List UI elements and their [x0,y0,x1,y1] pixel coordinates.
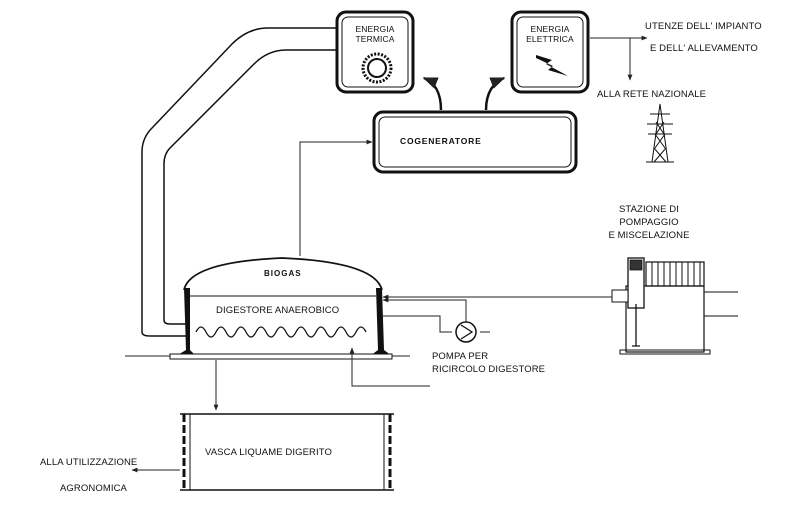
agronomic-use-line-1: ALLA UTILIZZAZIONE [40,457,138,468]
cogenerator-to-thermal-arrow [422,76,443,111]
thermal-energy-label: ENERGIA TERMICA [342,24,408,44]
cogenerator-box [372,110,578,174]
pumping-station-label: STAZIONE DI POMPAGGIO E MISCELAZIONE [598,203,700,242]
recirculation-pump-line-2: RICIRCOLO DIGESTORE [432,364,546,375]
electric-energy-line-2: ELETTRICA [526,34,574,44]
pumping-station-line-2: POMPAGGIO [619,217,679,228]
digester-right-wall [370,288,392,356]
electric-energy-label: ENERGIA ELETTRICA [517,24,583,44]
thermal-heat-pipe [141,27,336,337]
digester-label: DIGESTORE ANAEROBICO [216,305,340,316]
heating-coil [195,326,367,338]
plant-users-line-1: UTENZE DELL' IMPIANTO [645,21,762,32]
pumping-station [611,257,738,355]
digestate-tank-label: VASCA LIQUAME DIGERITO [205,447,332,458]
anaerobic-digester [169,257,393,360]
national-grid-label: ALLA RETE NAZIONALE [597,89,707,100]
agronomic-use-label: ALLA UTILIZZAZIONE AGRONOMICA [40,450,137,502]
cogenerator-to-electric-arrow [484,76,506,111]
recirculation-pump-line-1: POMPA PER [432,351,489,362]
recirculation-pump-icon [455,321,477,343]
digester-outlet-line [349,347,430,387]
pumping-station-line-1: STAZIONE DI [618,204,680,215]
recirculation-lines [382,297,490,333]
agronomic-use-line-2: AGRONOMICA [60,483,127,494]
pumping-station-line-3: E MISCELAZIONE [608,230,690,241]
biogas-to-cogenerator-line [299,139,373,256]
plant-users-line-2: E DELL' ALLEVAMENTO [650,43,758,54]
thermal-energy-box [335,10,415,94]
biogas-dome [183,257,383,291]
plant-users-label: UTENZE DELL' IMPIANTO E DELL' ALLEVAMENT… [645,16,762,60]
thermal-energy-line-1: ENERGIA [355,24,395,34]
digester-left-wall [176,288,196,356]
cogenerator-label: COGENERATORE [400,136,482,146]
transmission-tower-icon [646,103,674,163]
biogas-label: BIOGAS [264,269,302,278]
thermal-energy-line-2: TERMICA [355,34,395,44]
lightning-bolt-icon [536,55,568,76]
heat-coil-icon [361,52,393,84]
digestate-tank [180,413,394,491]
electric-energy-line-1: ENERGIA [530,24,570,34]
recirculation-pump-label: POMPA PER RICIRCOLO DIGESTORE [432,350,545,376]
electric-energy-box [510,10,590,94]
